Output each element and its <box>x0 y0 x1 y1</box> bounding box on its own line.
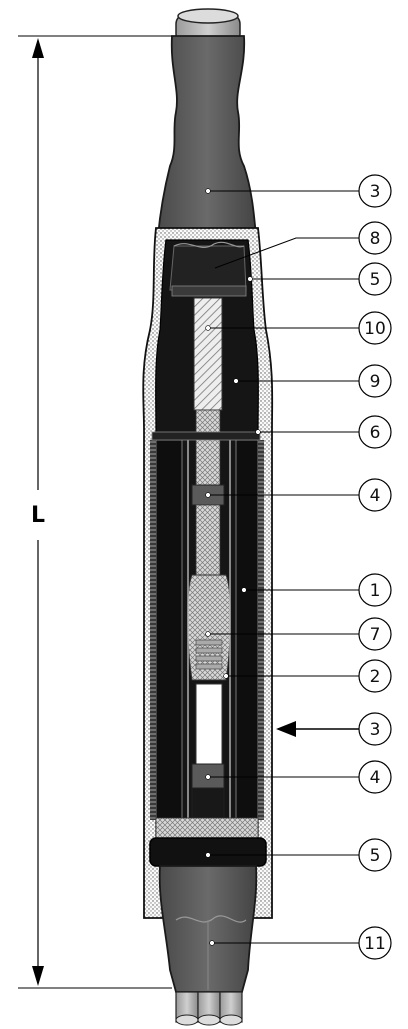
seal-ring-top <box>171 285 247 297</box>
callout-c2: 8 <box>214 221 392 269</box>
callout-circle <box>358 221 392 255</box>
leader-dot <box>247 276 253 282</box>
callout-label: 5 <box>370 846 381 866</box>
leader-dot <box>205 492 211 498</box>
callout-c9: 7 <box>205 617 392 651</box>
leader-dot <box>255 429 261 435</box>
callout-circle <box>358 760 392 794</box>
conductor-white <box>195 683 223 765</box>
callout-label: 6 <box>370 423 381 443</box>
callout-c14: 11 <box>209 926 392 960</box>
bottom-fringe <box>155 817 259 839</box>
callout-label: 2 <box>370 667 381 687</box>
insulation-right <box>235 439 259 821</box>
callout-label: 5 <box>370 270 381 290</box>
leader-dot <box>205 631 211 637</box>
callout-c8: 1 <box>241 573 392 607</box>
callout-circle <box>358 573 392 607</box>
insulation-left <box>155 439 183 821</box>
callout-c3: 5 <box>247 262 392 296</box>
callout-circle <box>358 926 392 960</box>
leader-dot <box>233 378 239 384</box>
dimension-L: L <box>18 35 172 989</box>
callout-circle <box>358 712 392 746</box>
callout-circle <box>358 659 392 693</box>
callout-circle <box>358 838 392 872</box>
dimension-label: L <box>31 503 45 528</box>
bottom-cables <box>175 991 243 1026</box>
callout-c4: 10 <box>205 311 392 345</box>
callout-label: 4 <box>370 768 381 788</box>
callout-c7: 4 <box>205 478 392 512</box>
callout-circle <box>358 617 392 651</box>
seal-ring-bottom <box>149 837 267 867</box>
top-shrink-sleeve <box>157 35 257 237</box>
callout-circle <box>358 478 392 512</box>
leader-dot <box>205 774 211 780</box>
callout-circle <box>358 262 392 296</box>
mesh-shield-middle <box>195 504 221 576</box>
callout-label: 11 <box>364 934 386 954</box>
mesh-shield-upper <box>195 409 221 486</box>
callout-label: 3 <box>370 182 381 202</box>
callout-c5: 9 <box>233 364 392 398</box>
callout-circle <box>358 415 392 449</box>
callout-c13: 5 <box>205 838 392 872</box>
callout-label: 3 <box>370 720 381 740</box>
leader-dot <box>205 325 211 331</box>
leader-dot <box>205 852 211 858</box>
callout-circle <box>358 174 392 208</box>
callout-circle <box>358 311 392 345</box>
conductor-hatched <box>193 297 223 411</box>
connector-cap <box>169 245 247 291</box>
leader-dot <box>209 940 215 946</box>
leader-line <box>214 237 359 269</box>
callout-c1: 3 <box>205 174 392 208</box>
callout-c11: 3 <box>276 712 392 746</box>
callout-label: 8 <box>370 229 381 249</box>
leader-dot <box>241 587 247 593</box>
callout-c6: 6 <box>255 415 392 449</box>
callout-c10: 2 <box>223 659 392 693</box>
callout-label: 9 <box>370 372 381 392</box>
leader-dot <box>205 188 211 194</box>
callout-label: 7 <box>370 625 381 645</box>
end-seal-top <box>151 431 261 441</box>
leader-dot <box>223 673 229 679</box>
callout-label: 10 <box>364 319 386 339</box>
stress-rings <box>195 639 223 670</box>
callouts: 3 8 5 10 9 6 4 1 7 2 3 4 5 11 <box>205 174 392 960</box>
arrow-head <box>276 721 296 737</box>
callout-circle <box>358 364 392 398</box>
callout-label: 1 <box>370 581 381 601</box>
callout-c12: 4 <box>205 760 392 794</box>
callout-label: 4 <box>370 486 381 506</box>
